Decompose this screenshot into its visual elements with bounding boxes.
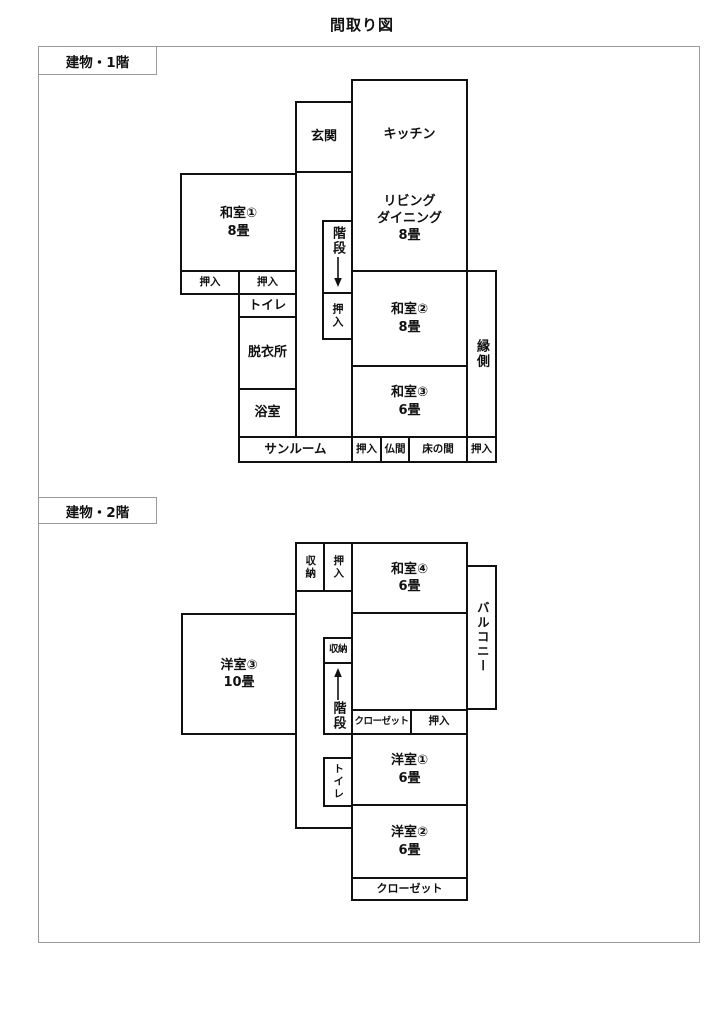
floor2-label: 建物・2階 [65, 504, 130, 521]
stairs-down-arrow-icon [333, 257, 342, 287]
room-washitsu-2: 和室② 8畳 [351, 270, 468, 367]
room-washitsu-4: 和室④ 6畳 [351, 542, 468, 614]
closet-oshiire-mid-2f: 押入 [410, 709, 468, 735]
floor1-label: 建物・1階 [65, 54, 130, 71]
room-washitsu-1: 和室① 8畳 [180, 173, 297, 272]
room-washitsu-3: 和室③ 6畳 [351, 365, 468, 438]
closet-oshiire-a: 押入 [180, 270, 240, 295]
room-engawa: 縁側 [466, 270, 497, 438]
room-tokonoma: 床の間 [408, 436, 468, 463]
stairs-1f: 階段 [322, 220, 353, 294]
storage-mid-2f: 収納 [323, 637, 353, 664]
room-datsuijo: 脱衣所 [238, 316, 297, 390]
room-yoshitsu-2: 洋室② 6畳 [351, 804, 468, 879]
room-toilet-1f: トイレ [238, 293, 297, 318]
stairs-2f: 階段 [323, 662, 353, 735]
room-genkan: 玄関 [295, 101, 353, 173]
closet-oshiire-c: 押入 [351, 436, 382, 463]
living-dining-label: リビング ダイニング 8畳 [376, 194, 442, 244]
room-toilet-2f: トイレ [323, 757, 353, 807]
room-bathroom: 浴室 [238, 388, 297, 438]
room-butsuma: 仏間 [380, 436, 410, 463]
floor2-label-box: 建物・2階 [38, 497, 157, 524]
closet-top-2f: 押入 [323, 542, 353, 592]
closet-under-stairs: 押入 [322, 292, 353, 340]
floor1-label-box: 建物・1階 [38, 46, 157, 75]
stairs-up-arrow-icon [334, 668, 342, 700]
room-yoshitsu-3: 洋室③ 10畳 [181, 613, 297, 735]
page-title: 間取り図 [329, 16, 394, 34]
room-kitchen-living: キッチン リビング ダイニング 8畳 [351, 79, 468, 272]
closet-oshiire-d: 押入 [466, 436, 497, 463]
storage-top-2f: 収納 [295, 542, 325, 592]
room-balcony: バルコニー [466, 565, 497, 710]
kitchen-label: キッチン [383, 127, 436, 142]
room-sunroom: サンルーム [238, 436, 353, 463]
room-yoshitsu-1: 洋室① 6畳 [351, 733, 468, 806]
closet-oshiire-b: 押入 [238, 270, 297, 295]
room-washitsu-5 [351, 612, 468, 711]
closet-b-2f: クローゼット [351, 877, 468, 901]
closet-a-2f: クローゼット [351, 709, 412, 735]
